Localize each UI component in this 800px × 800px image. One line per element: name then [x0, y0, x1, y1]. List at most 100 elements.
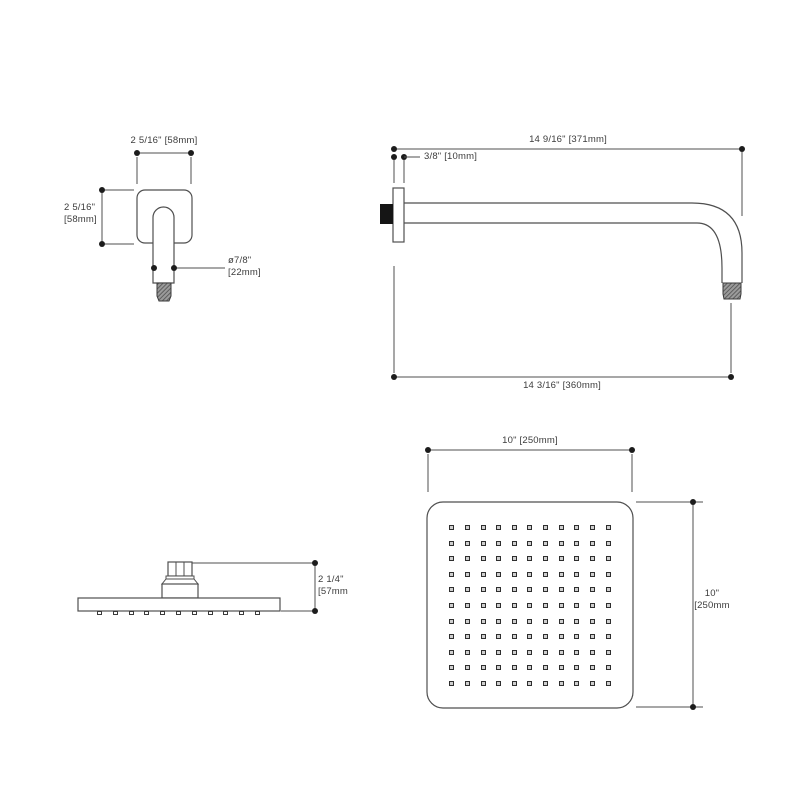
- dimension-dot: [690, 704, 696, 710]
- nozzle: [128, 611, 134, 615]
- nozzle: [480, 587, 486, 593]
- dimension-dot: [99, 241, 105, 247]
- dimension-dot: [391, 146, 397, 152]
- nozzle: [558, 634, 564, 640]
- nozzle: [605, 680, 611, 686]
- dim-text-line: 2 1/4": [318, 574, 344, 585]
- nozzle: [496, 556, 502, 562]
- threaded-tip: [156, 282, 172, 302]
- nozzle: [543, 649, 549, 655]
- nozzle: [144, 611, 150, 615]
- nozzle: [511, 540, 517, 546]
- nozzle: [160, 611, 166, 615]
- nozzle: [558, 556, 564, 562]
- nozzle: [574, 665, 580, 671]
- nozzle: [574, 634, 580, 640]
- nozzle: [605, 649, 611, 655]
- nozzle: [207, 611, 213, 615]
- nozzle: [543, 540, 549, 546]
- nozzle: [464, 665, 470, 671]
- outlet-pipe: [152, 206, 175, 284]
- nozzle: [590, 602, 596, 608]
- dimension-dot: [171, 265, 177, 271]
- arm-side-view: [380, 146, 745, 380]
- nozzle: [605, 571, 611, 577]
- nozzle: [543, 556, 549, 562]
- nozzle: [558, 540, 564, 546]
- head-width-dim-label: 10" [250mm]: [502, 435, 558, 446]
- nozzle: [449, 571, 455, 577]
- nozzle: [558, 665, 564, 671]
- nozzle: [527, 649, 533, 655]
- nozzle: [574, 540, 580, 546]
- nozzle: [449, 540, 455, 546]
- dim-text-line: 10": [704, 588, 720, 599]
- dim-text-line: [22mm]: [228, 267, 261, 278]
- nozzle: [527, 525, 533, 531]
- flange-height-dim-label: 2 5/16" [58mm]: [64, 202, 97, 226]
- arm-tube-inner: [404, 222, 723, 283]
- nozzle: [590, 556, 596, 562]
- dimension-dot: [312, 608, 318, 614]
- nozzle: [574, 618, 580, 624]
- nozzle: [527, 618, 533, 624]
- nozzle: [511, 618, 517, 624]
- nozzle: [543, 680, 549, 686]
- flange-width-dim-label: 2 5/16" [58mm]: [130, 135, 198, 146]
- nozzle: [97, 611, 102, 615]
- dim-text-line: 2 5/16": [64, 202, 96, 213]
- nozzle: [558, 571, 564, 577]
- head-plate: [77, 597, 281, 612]
- nozzle: [605, 587, 611, 593]
- nozzle: [543, 634, 549, 640]
- nozzle: [590, 540, 596, 546]
- nozzle: [511, 556, 517, 562]
- nozzle: [605, 618, 611, 624]
- nozzle: [527, 571, 533, 577]
- nozzle: [464, 680, 470, 686]
- connector-block: [161, 583, 199, 599]
- dimension-dot: [425, 447, 431, 453]
- nozzle: [449, 634, 455, 640]
- threaded-tip: [722, 282, 742, 300]
- dim-text-line: ø7/8": [228, 255, 252, 266]
- nozzle: [574, 556, 580, 562]
- nozzle: [527, 665, 533, 671]
- dim-text-line: [250mm: [694, 600, 730, 611]
- nozzle: [511, 680, 517, 686]
- nozzle: [511, 665, 517, 671]
- nozzle: [527, 602, 533, 608]
- nozzle: [449, 525, 455, 531]
- nozzle: [590, 587, 596, 593]
- nozzle: [574, 571, 580, 577]
- dimension-dot: [391, 374, 397, 380]
- dim-text-line: [57mm: [318, 586, 349, 597]
- face-nozzle-grid: [444, 520, 616, 691]
- nozzle: [543, 618, 549, 624]
- nozzle: [480, 665, 486, 671]
- nozzle: [590, 649, 596, 655]
- nozzle: [449, 649, 455, 655]
- nozzle: [527, 680, 533, 686]
- nozzle: [590, 634, 596, 640]
- head-height-dim-label: 2 1/4" [57mm: [318, 574, 348, 598]
- outlet-diameter-dim-label: ø7/8" [22mm]: [228, 255, 261, 279]
- nozzle: [175, 611, 181, 615]
- nozzle: [480, 634, 486, 640]
- nozzle: [590, 680, 596, 686]
- nozzle: [543, 571, 549, 577]
- nozzle: [449, 680, 455, 686]
- arm-length-dim-label: 14 3/16" [360mm]: [523, 380, 601, 391]
- nozzle: [558, 649, 564, 655]
- dimension-dot: [312, 560, 318, 566]
- dimension-dot: [690, 499, 696, 505]
- nozzle: [464, 540, 470, 546]
- flange-front-view: [99, 150, 225, 302]
- nozzle: [480, 602, 486, 608]
- nozzle: [527, 540, 533, 546]
- nozzle: [605, 540, 611, 546]
- nozzle: [496, 634, 502, 640]
- dimension-dot: [391, 154, 397, 160]
